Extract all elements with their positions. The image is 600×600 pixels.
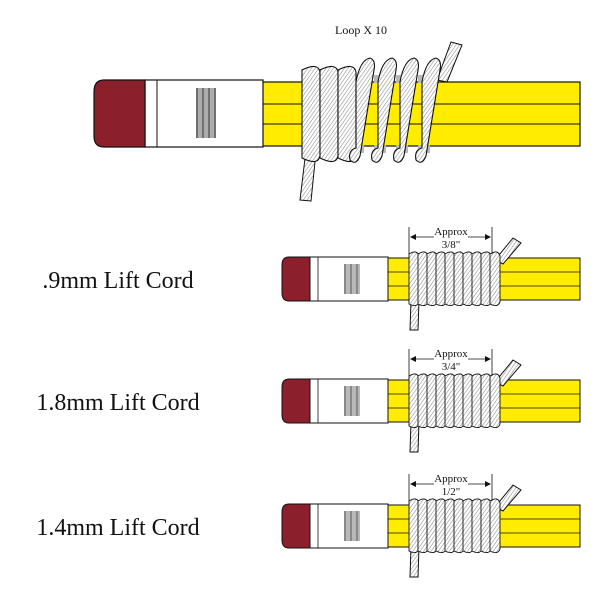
cord-coil bbox=[319, 65, 339, 163]
pencil-eraser bbox=[281, 378, 311, 424]
cord-coil bbox=[337, 65, 357, 163]
pencil-eraser bbox=[93, 79, 146, 148]
pencil-eraser bbox=[281, 503, 311, 549]
large-pencil bbox=[93, 41, 581, 202]
pencil-eraser bbox=[281, 256, 311, 302]
approx-label: Approx bbox=[434, 473, 468, 485]
cord-coil bbox=[489, 498, 501, 554]
cord-coil bbox=[408, 498, 420, 554]
cord-coil bbox=[417, 373, 429, 429]
cord-coil-crossing bbox=[393, 57, 420, 163]
approx-dimension bbox=[408, 227, 493, 254]
cord-coil bbox=[435, 498, 447, 554]
cord-coil bbox=[426, 498, 438, 554]
row-label: .9mm Lift Cord bbox=[42, 268, 193, 294]
cord-coil bbox=[471, 498, 483, 554]
cord-coil bbox=[480, 498, 492, 554]
cord-coil bbox=[417, 251, 429, 307]
approx-measure: 1/2" bbox=[442, 486, 461, 498]
cord-coil bbox=[471, 251, 483, 307]
cord-coil bbox=[444, 373, 456, 429]
cord-coil bbox=[480, 251, 492, 307]
cord-coil bbox=[301, 65, 321, 163]
cord-coil bbox=[462, 498, 474, 554]
cord-coil bbox=[444, 498, 456, 554]
cord-coil bbox=[444, 251, 456, 307]
cord-coil bbox=[480, 373, 492, 429]
approx-measure: 3/8" bbox=[442, 239, 461, 251]
cord-coil bbox=[426, 251, 438, 307]
approx-dimension bbox=[408, 474, 493, 501]
cord-tail-top bbox=[436, 41, 463, 83]
cord-coil-crossing bbox=[349, 57, 376, 163]
cord-coil bbox=[453, 251, 465, 307]
diagram-title: Loop X 10 bbox=[335, 23, 387, 37]
approx-label: Approx bbox=[434, 348, 468, 360]
approx-measure: 3/4" bbox=[442, 361, 461, 373]
cord-coil bbox=[471, 373, 483, 429]
cord-coil bbox=[435, 251, 447, 307]
cord-coil-crossing bbox=[371, 57, 398, 163]
row-label: 1.8mm Lift Cord bbox=[36, 390, 199, 416]
cord-coil bbox=[435, 373, 447, 429]
cord-coil bbox=[408, 373, 420, 429]
cord-coil bbox=[453, 498, 465, 554]
cord-coil bbox=[408, 251, 420, 307]
cord-coil bbox=[462, 251, 474, 307]
approx-dimension bbox=[408, 349, 493, 376]
cord-coil bbox=[426, 373, 438, 429]
cord-coil bbox=[489, 251, 501, 307]
cord-coil bbox=[489, 373, 501, 429]
cord-coil bbox=[417, 498, 429, 554]
cord-coil bbox=[453, 373, 465, 429]
approx-label: Approx bbox=[434, 226, 468, 238]
cord-coils bbox=[301, 57, 442, 163]
cord-coil bbox=[462, 373, 474, 429]
cord-coil-crossing bbox=[415, 57, 442, 163]
pencil-ferrule bbox=[144, 79, 264, 148]
row-label: 1.4mm Lift Cord bbox=[36, 515, 199, 541]
ferrule-ribs bbox=[196, 88, 216, 138]
